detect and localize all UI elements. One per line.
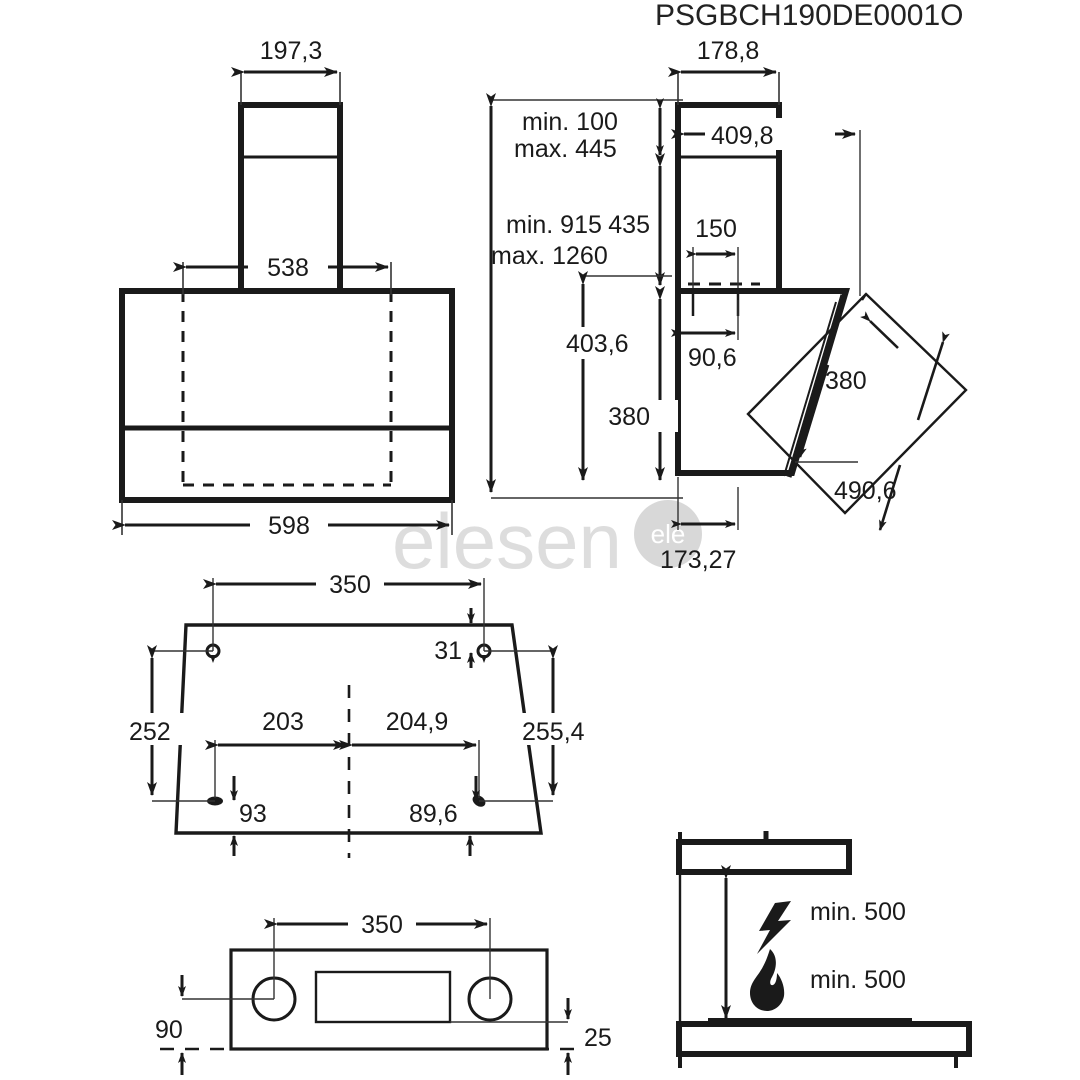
dim-label-409-8: 409,8 xyxy=(711,122,774,150)
watermark: elesen ele xyxy=(392,497,702,585)
dim-label-90: 90 xyxy=(155,1016,183,1044)
dim-template-bottom-right: 89,6 xyxy=(409,776,480,856)
dim-label-538: 538 xyxy=(267,254,309,282)
dim-label-252: 252 xyxy=(129,718,171,746)
watermark-badge-circle xyxy=(634,500,702,568)
clearance-hob xyxy=(676,1018,972,1068)
dim-total-height: min. 915 max. 1260 xyxy=(486,93,683,499)
dim-template-top-offset: 31 xyxy=(434,608,475,668)
dim-outlet-diameter: 150 xyxy=(686,215,739,288)
dim-front-chimney-width: 197,3 xyxy=(231,37,341,105)
dim-label-490-6: 490,6 xyxy=(834,477,897,505)
dim-label-173-27: 173,27 xyxy=(660,546,736,574)
dim-label-min-100: min. 100 xyxy=(522,108,618,136)
clearance-label-gas: min. 500 xyxy=(810,966,906,994)
dim-panel-top-offset: 90 xyxy=(155,975,274,1075)
dim-label-403-6: 403,6 xyxy=(566,330,629,358)
dim-label-178-8: 178,8 xyxy=(697,37,760,65)
template-view: 350 31 252 255,4 203 xyxy=(120,568,613,858)
front-hidden-mounting-outline xyxy=(181,291,393,487)
dim-template-center-left: 203 xyxy=(205,705,347,798)
dim-label-204-9: 204,9 xyxy=(386,708,449,736)
dim-front-body-width: 598 xyxy=(112,500,453,541)
dim-label-380-body: 380 xyxy=(608,403,650,431)
dim-label-90-6: 90,6 xyxy=(688,344,737,372)
side-view: 178,8 min. 915 max. 1260 min. 100 max. 4… xyxy=(486,37,968,574)
dim-top-overhang: 409,8 xyxy=(671,118,861,296)
dim-base-depth: 173,27 xyxy=(660,477,739,574)
dim-label-max-1260: max. 1260 xyxy=(491,242,608,270)
dim-label-31: 31 xyxy=(434,637,462,665)
dim-label-380-glass: 380 xyxy=(825,367,867,395)
lightning-bolt-icon xyxy=(757,901,791,954)
dim-label-350-template: 350 xyxy=(329,571,371,599)
front-view: 197,3 538 598 xyxy=(112,37,455,541)
dim-outlet-offset: 90,6 xyxy=(671,300,739,372)
side-glass-panel-open xyxy=(746,292,968,515)
clearance-row-electric: min. 500 xyxy=(757,898,906,954)
dim-side-chimney-depth: 178,8 xyxy=(668,37,780,105)
clearance-view: min. 500 min. 500 xyxy=(676,831,972,1068)
dim-label-89-6: 89,6 xyxy=(409,800,458,828)
watermark-badge-text: ele xyxy=(651,519,686,549)
dim-body-to-top: 403,6 xyxy=(566,271,672,481)
panel-view: 350 90 25 xyxy=(155,908,612,1075)
dim-label-350-panel: 350 xyxy=(361,911,403,939)
dim-label-25: 25 xyxy=(584,1024,612,1052)
flame-icon xyxy=(750,949,785,1011)
dim-panel-hole-span: 350 xyxy=(264,908,491,999)
page-title: PSGBCH190DE0001O xyxy=(655,0,964,32)
dim-glass-panel-diagonal: 490,6 xyxy=(834,331,950,531)
dim-template-hole-span: 350 xyxy=(203,568,485,651)
dim-template-right-height: 255,4 xyxy=(479,645,613,802)
dim-chimney-height: 435 xyxy=(608,153,665,286)
dim-label-197-3: 197,3 xyxy=(260,37,323,65)
dim-label-255-4: 255,4 xyxy=(522,718,585,746)
dim-template-bottom-left: 93 xyxy=(230,776,267,856)
clearance-row-gas: min. 500 xyxy=(750,949,906,1011)
dim-template-center-right: 204,9 xyxy=(339,705,480,798)
dim-label-150: 150 xyxy=(695,215,737,243)
front-body-outline xyxy=(119,288,455,503)
dim-glass-panel-height: 380 xyxy=(795,311,899,463)
dim-label-93: 93 xyxy=(239,800,267,828)
dim-template-left-height: 252 xyxy=(120,645,215,802)
dim-label-203: 203 xyxy=(262,708,304,736)
dim-body-height: 380 xyxy=(608,286,678,481)
panel-inner-cutout xyxy=(314,970,452,1024)
template-outline xyxy=(174,623,543,835)
clearance-label-electric: min. 500 xyxy=(810,898,906,926)
dim-label-435: 435 xyxy=(608,211,650,239)
dim-label-min-915: min. 915 xyxy=(506,211,602,239)
dim-upper-chimney: min. 100 max. 445 xyxy=(514,98,664,163)
dim-label-max-445: max. 445 xyxy=(514,135,617,163)
dim-front-mount-span: 538 xyxy=(173,251,392,295)
dim-panel-bottom-offset: 25 xyxy=(450,998,612,1075)
dim-label-598: 598 xyxy=(268,512,310,540)
watermark-text: elesen xyxy=(392,497,622,585)
